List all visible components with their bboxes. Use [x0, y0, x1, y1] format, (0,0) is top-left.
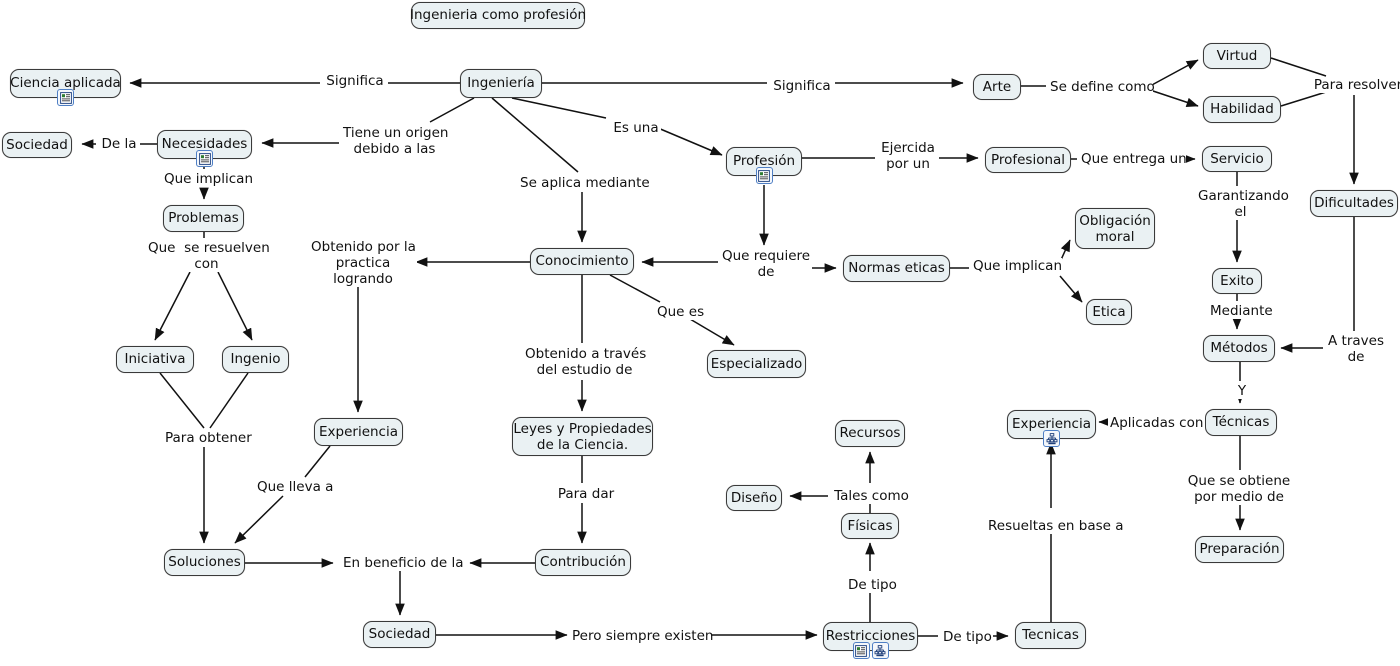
node-virtud[interactable]: Virtud [1203, 43, 1271, 69]
link-label-que-se-resuelven[interactable]: Que se resuelven con [146, 240, 270, 272]
node-icons-restricciones [852, 642, 889, 659]
node-contribucion[interactable]: Contribución [535, 549, 631, 576]
document-icon[interactable] [755, 167, 773, 184]
node-etica[interactable]: Etica [1086, 299, 1132, 325]
node-preparacion[interactable]: Preparación [1195, 536, 1284, 563]
map-icon[interactable] [871, 642, 889, 659]
node-profesional[interactable]: Profesional [985, 147, 1071, 173]
link-label-se-define-como[interactable]: Se define como [1048, 79, 1155, 95]
node-obligacion[interactable]: Obligación moral [1075, 208, 1155, 249]
link-label-de-tipo-1[interactable]: De tipo [846, 577, 898, 593]
node-icons-experiencia2 [1043, 430, 1060, 447]
link-label-que-lleva-a[interactable]: Que lleva a [255, 479, 334, 495]
node-sociedad1[interactable]: Sociedad [2, 132, 72, 158]
link-label-tales-como[interactable]: Tales como [831, 488, 912, 504]
link-label-para-obtener[interactable]: Para obtener [163, 430, 252, 446]
link-label-tiene-un-origen[interactable]: Tiene un origen debido a las [341, 125, 449, 157]
link-label-mediante[interactable]: Mediante [1208, 303, 1274, 319]
link-label-que-implican-2[interactable]: Que implican [971, 258, 1063, 274]
link-label-pero-siempre[interactable]: Pero siempre existen [570, 628, 714, 644]
node-habilidad[interactable]: Habilidad [1203, 96, 1281, 123]
node-icons-ciencia [57, 89, 74, 106]
document-icon[interactable] [196, 150, 213, 167]
node-problemas[interactable]: Problemas [163, 205, 244, 232]
node-restricciones[interactable]: Restricciones [823, 622, 918, 651]
node-ingenio[interactable]: Ingenio [222, 346, 289, 373]
link-label-de-tipo-2[interactable]: De tipo [941, 629, 993, 645]
node-tecnicas1[interactable]: Técnicas [1205, 409, 1277, 436]
link-label-y-label[interactable]: Y [1234, 383, 1250, 399]
node-dificultades[interactable]: Dificultades [1310, 190, 1398, 217]
node-exito[interactable]: Exito [1212, 268, 1262, 294]
node-titulo[interactable]: Ingenieria como profesión [410, 2, 586, 29]
link-label-que-requiere-de[interactable]: Que requiere de [720, 248, 812, 280]
link-label-es-una[interactable]: Es una [611, 120, 661, 136]
link-label-a-traves-de[interactable]: A traves de [1325, 333, 1387, 365]
link-label-se-aplica[interactable]: Se aplica mediante [518, 175, 650, 191]
node-normas[interactable]: Normas eticas [843, 255, 950, 282]
link-label-garantizando[interactable]: Garantizando el [1196, 188, 1289, 220]
link-label-significa-izq[interactable]: Significa [322, 73, 388, 89]
node-profesion[interactable]: Profesión [726, 147, 802, 176]
node-soluciones[interactable]: Soluciones [164, 549, 245, 576]
node-recursos[interactable]: Recursos [835, 420, 905, 447]
node-arte[interactable]: Arte [973, 74, 1021, 100]
map-icon[interactable] [1043, 430, 1060, 447]
link-label-que-entrega-un[interactable]: Que entrega un [1079, 151, 1187, 167]
link-label-para-resolver[interactable]: Para resolver [1311, 77, 1400, 93]
link-label-que-se-obtiene[interactable]: Que se obtiene por medio de [1185, 473, 1293, 505]
node-diseno[interactable]: Diseño [726, 485, 782, 511]
node-tecnicas2[interactable]: Tecnicas [1015, 622, 1086, 649]
node-sociedad2[interactable]: Sociedad [363, 621, 436, 648]
node-iniciativa[interactable]: Iniciativa [116, 346, 194, 373]
node-experiencia2[interactable]: Experiencia [1007, 410, 1096, 439]
node-conocimiento[interactable]: Conocimiento [530, 248, 634, 275]
link-label-que-implican-1[interactable]: Que implican [162, 171, 254, 187]
link-label-significa-der[interactable]: Significa [769, 78, 835, 94]
node-experiencia1[interactable]: Experiencia [314, 418, 403, 446]
document-icon[interactable] [57, 89, 74, 106]
node-leyes[interactable]: Leyes y Propiedades de la Ciencia. [512, 417, 653, 456]
node-icons-necesidades [196, 150, 213, 167]
link-label-para-dar[interactable]: Para dar [555, 486, 617, 502]
link-label-obtenido-practica[interactable]: Obtenido por la practica logrando [309, 239, 417, 287]
node-metodos[interactable]: Métodos [1203, 335, 1275, 362]
link-label-en-beneficio[interactable]: En beneficio de la [341, 555, 464, 571]
link-label-de-la[interactable]: De la [98, 136, 140, 152]
node-ingenieria[interactable]: Ingeniería [460, 69, 542, 98]
link-label-obtenido-estudio[interactable]: Obtenido a través del estudio de [523, 346, 647, 378]
node-servicio[interactable]: Servicio [1202, 146, 1272, 172]
link-label-resueltas[interactable]: Resueltas en base a [986, 518, 1124, 534]
node-fisicas[interactable]: Físicas [841, 513, 899, 539]
node-icons-profesion [755, 167, 773, 184]
document-icon[interactable] [852, 642, 870, 659]
link-label-que-es[interactable]: Que es [655, 304, 706, 320]
link-label-ejercida-por-un[interactable]: Ejercida por un [877, 140, 939, 172]
link-label-aplicadas-con[interactable]: Aplicadas con [1108, 415, 1205, 431]
node-especializado[interactable]: Especializado [707, 350, 806, 378]
